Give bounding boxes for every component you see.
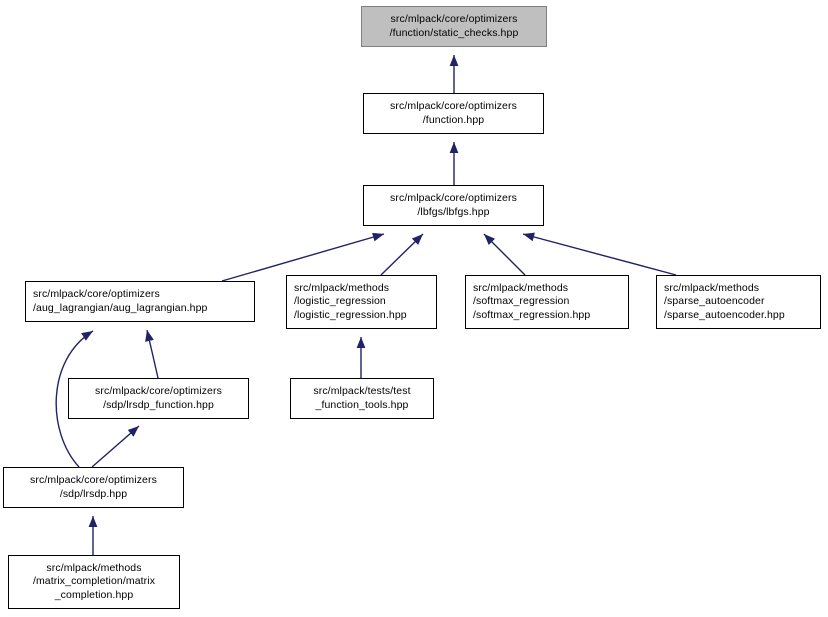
node-label-line: src/mlpack/methods xyxy=(294,282,390,295)
node-label-line: /sdp/lrsdp_function.hpp xyxy=(103,398,214,411)
node-label-line: src/mlpack/core/optimizers xyxy=(390,13,518,26)
node-label-line: _function_tools.hpp xyxy=(315,398,409,411)
edge-softmax-regression-to-lbfgs xyxy=(483,233,526,276)
graph-node-sparse_autoencoder[interactable]: src/mlpack/methods/sparse_autoencoder/sp… xyxy=(656,275,821,329)
graph-node-lrsdp_function[interactable]: src/mlpack/core/optimizers/sdp/lrsdp_fun… xyxy=(68,378,249,419)
node-label-line: /softmax_regression.hpp xyxy=(473,308,591,321)
node-label-line: /lbfgs/lbfgs.hpp xyxy=(417,205,490,218)
node-label-line: /matrix_completion/matrix xyxy=(32,575,156,588)
node-label-line: src/mlpack/methods xyxy=(46,562,142,575)
node-label-line: src/mlpack/methods xyxy=(473,282,569,295)
node-label-line: /sdp/lrsdp.hpp xyxy=(59,487,128,500)
edge-lrsdp-function-to-aug-lagrangian xyxy=(145,329,159,379)
node-label-line: src/mlpack/core/optimizers xyxy=(33,288,160,301)
graph-node-matrix_completion[interactable]: src/mlpack/methods/matrix_completion/mat… xyxy=(8,555,180,609)
edge-sparse-autoencoder-to-lbfgs xyxy=(522,232,677,276)
graph-node-function[interactable]: src/mlpack/core/optimizers/function.hpp xyxy=(363,93,544,134)
edge-logistic-regression-to-lbfgs xyxy=(380,233,424,276)
node-label-line: src/mlpack/core/optimizers xyxy=(390,192,517,205)
graph-node-aug_lagrangian[interactable]: src/mlpack/core/optimizers/aug_lagrangia… xyxy=(25,281,255,322)
graph-node-lbfgs[interactable]: src/mlpack/core/optimizers/lbfgs/lbfgs.h… xyxy=(363,185,544,226)
node-label-line: /logistic_regression xyxy=(294,295,386,308)
node-label-line: /aug_lagrangian/aug_lagrangian.hpp xyxy=(33,301,208,314)
node-label-line: /function.hpp xyxy=(422,113,485,126)
node-label-line: src/mlpack/tests/test xyxy=(313,385,411,398)
edge-lrsdp-to-lrsdp-function xyxy=(91,425,140,468)
graph-node-softmax_regression[interactable]: src/mlpack/methods/softmax_regression/so… xyxy=(465,275,629,329)
node-label-line: _completion.hpp xyxy=(54,588,134,601)
graph-node-logistic_regression[interactable]: src/mlpack/methods/logistic_regression/l… xyxy=(286,275,437,329)
node-label-line: /logistic_regression.hpp xyxy=(294,308,407,321)
graph-node-static_checks[interactable]: src/mlpack/core/optimizers/function/stat… xyxy=(361,6,547,47)
node-label-line: /sparse_autoencoder.hpp xyxy=(664,308,785,321)
graph-node-test_function_tools[interactable]: src/mlpack/tests/test_function_tools.hpp xyxy=(290,378,434,419)
graph-node-lrsdp[interactable]: src/mlpack/core/optimizers/sdp/lrsdp.hpp xyxy=(3,467,184,508)
node-label-line: src/mlpack/core/optimizers xyxy=(30,474,157,487)
node-label-line: src/mlpack/methods xyxy=(664,282,760,295)
edge-aug-lagrangian-to-lbfgs xyxy=(221,232,385,282)
node-label-line: /sparse_autoencoder xyxy=(664,295,765,308)
node-label-line: /function/static_checks.hpp xyxy=(389,26,519,39)
node-label-line: src/mlpack/core/optimizers xyxy=(390,100,517,113)
node-label-line: /softmax_regression xyxy=(473,295,570,308)
node-label-line: src/mlpack/core/optimizers xyxy=(95,385,222,398)
